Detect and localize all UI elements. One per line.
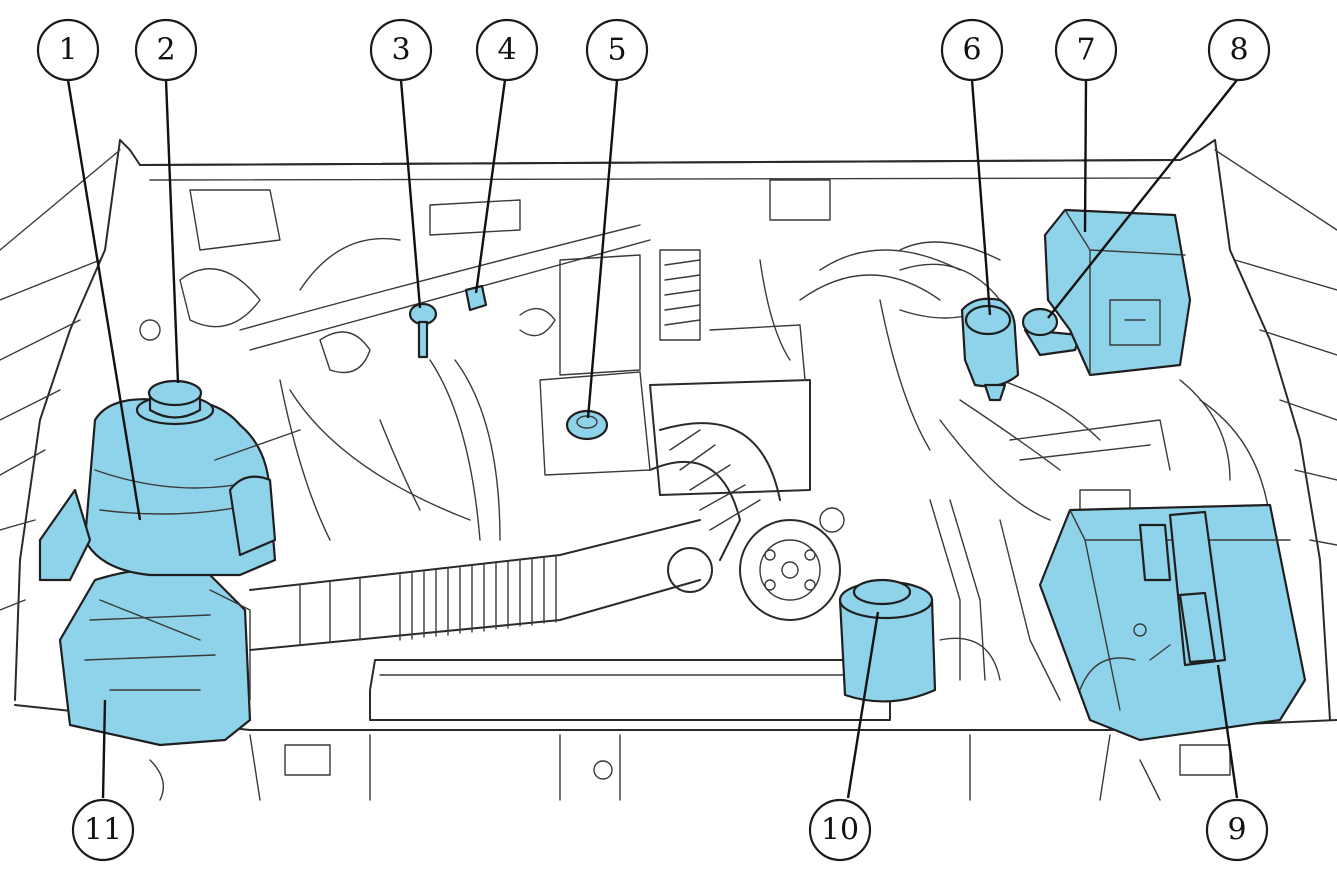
callout-label-6: 6: [962, 33, 981, 68]
engine-oil-dipstick[interactable]: [408, 302, 438, 359]
power-steering-reservoir[interactable]: [838, 578, 937, 703]
coolant-reservoir-neck: [228, 475, 277, 557]
leader-line-6: [970, 79, 992, 316]
callout-label-1: 1: [58, 33, 77, 68]
callout-label-5: 5: [607, 33, 626, 68]
callout-8[interactable]: 8: [1207, 18, 1271, 82]
leader-line-4: [474, 79, 507, 294]
callout-4[interactable]: 4: [475, 18, 539, 82]
leader-line-2: [164, 79, 180, 384]
leader-line-7: [1083, 79, 1088, 233]
callout-1[interactable]: 1: [36, 18, 100, 82]
brake-fluid-reservoir[interactable]: [960, 297, 1020, 402]
leader-line-9: [1216, 664, 1239, 799]
leader-line-5: [586, 79, 619, 419]
leader-line-11: [101, 699, 107, 799]
coolant-reservoir-side: [38, 488, 92, 582]
callout-label-7: 7: [1076, 33, 1095, 68]
callout-11[interactable]: 11: [71, 798, 135, 862]
callout-layer: 1 2 3 4 5 6 7 8: [36, 18, 1271, 862]
callout-3[interactable]: 3: [369, 18, 433, 82]
callout-label-3: 3: [391, 33, 410, 68]
callout-label-11: 11: [84, 813, 122, 848]
callout-7[interactable]: 7: [1054, 18, 1118, 82]
callout-label-2: 2: [156, 33, 175, 68]
callout-5[interactable]: 5: [585, 18, 649, 82]
callout-label-8: 8: [1229, 33, 1248, 68]
battery[interactable]: [1038, 503, 1307, 742]
callout-label-10: 10: [821, 813, 859, 848]
leader-line-8: [1047, 79, 1238, 319]
callout-9[interactable]: 9: [1205, 798, 1269, 862]
coolant-reservoir-cap[interactable]: [135, 379, 215, 426]
callout-10[interactable]: 10: [808, 798, 872, 862]
callout-6[interactable]: 6: [940, 18, 1004, 82]
callout-label-9: 9: [1227, 813, 1246, 848]
leader-line-10: [846, 611, 880, 799]
oil-filler-cap[interactable]: [565, 409, 609, 441]
leader-line-3: [399, 79, 422, 309]
callout-label-4: 4: [497, 33, 516, 68]
highlighted-components: [38, 208, 1307, 747]
leader-line-1: [66, 79, 142, 521]
callout-2[interactable]: 2: [134, 18, 198, 82]
